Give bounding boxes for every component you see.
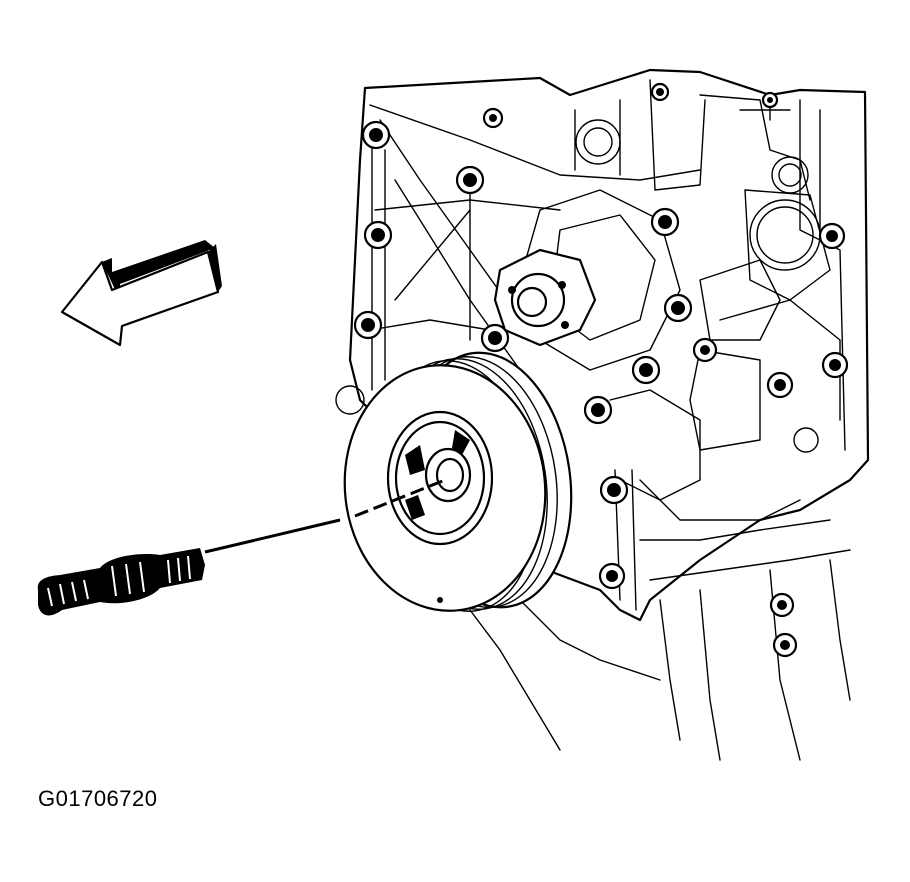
cover-bolt xyxy=(818,222,846,250)
crankshaft-balancer-bolt-icon xyxy=(37,548,206,616)
cover-bolt xyxy=(650,82,670,102)
arrow-left-3d-icon xyxy=(60,240,222,347)
cover-bolt xyxy=(631,355,661,385)
oil-pump-housing xyxy=(493,248,597,347)
cover-bolt xyxy=(482,107,504,129)
cover-bolt xyxy=(455,165,485,195)
cover-bolt xyxy=(363,220,393,250)
cover-bolt xyxy=(599,475,629,505)
cover-bolt xyxy=(821,351,849,379)
engine-block xyxy=(335,68,870,761)
crankshaft-balancer xyxy=(343,351,573,612)
install-centerline xyxy=(204,478,446,554)
cover-bolt xyxy=(769,592,795,618)
cover-bolt xyxy=(692,337,718,363)
cover-bolt xyxy=(361,120,391,150)
cover-bolts xyxy=(353,82,849,658)
cover-bolt xyxy=(650,207,680,237)
cover-bolt xyxy=(353,310,383,340)
cover-bolt xyxy=(583,395,613,425)
cover-bolt xyxy=(772,632,798,658)
cover-bolt xyxy=(663,293,693,323)
cover-bolt xyxy=(766,371,794,399)
cover-bolt xyxy=(761,91,779,109)
figure-id-label: G01706720 xyxy=(38,786,158,811)
cover-bolt xyxy=(480,323,510,353)
cover-bolt xyxy=(598,562,626,590)
